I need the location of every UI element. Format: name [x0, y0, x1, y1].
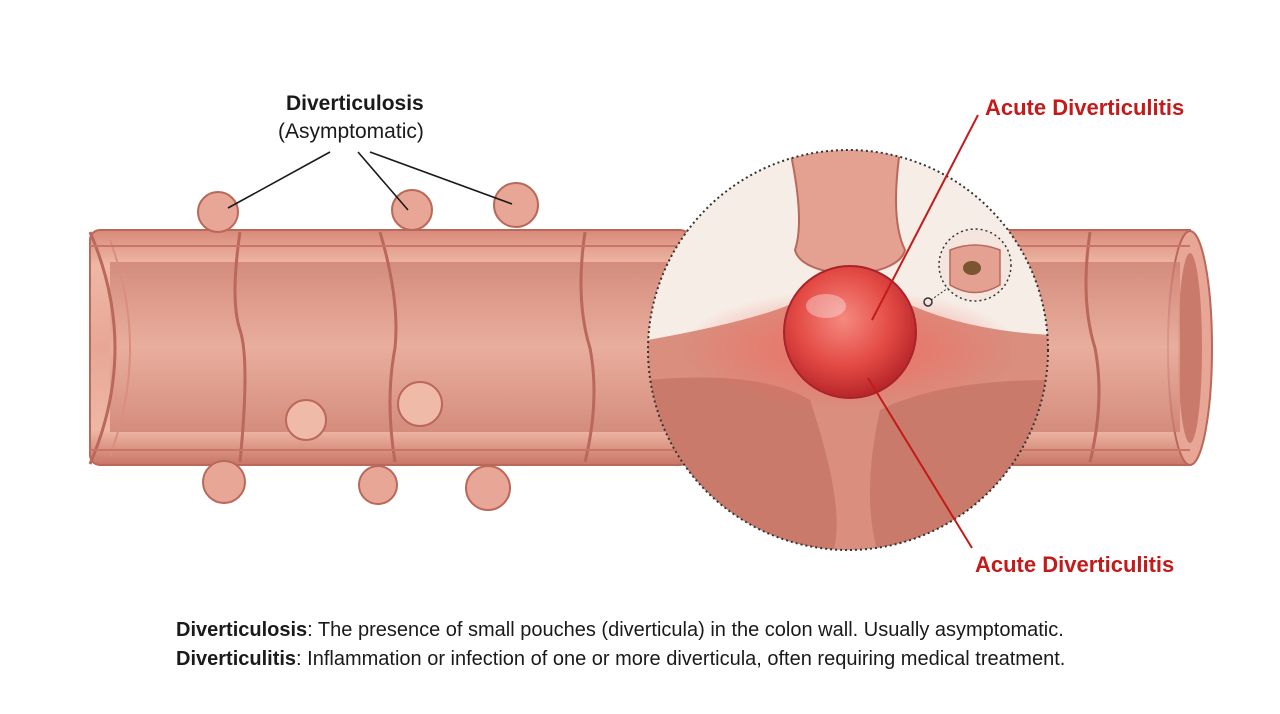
diverticulum	[197, 191, 239, 233]
diverticulosis-sublabel: (Asymptomatic)	[278, 120, 424, 143]
diverticulum	[397, 381, 443, 427]
magnified-inset	[647, 149, 1049, 551]
acute-diverticulitis-label-top: Acute Diverticulitis	[985, 95, 1185, 120]
diverticulum	[493, 182, 539, 228]
caption-term: Diverticulitis	[176, 648, 297, 670]
diverticulum	[358, 465, 398, 505]
diverticulum	[285, 399, 327, 441]
diverticulum	[391, 189, 433, 231]
diverticulosis-label: Diverticulosis	[286, 92, 424, 115]
acute-diverticulitis-label-bottom: Acute Diverticulitis	[975, 552, 1175, 577]
caption-text: : The presence of small pouches (diverti…	[307, 619, 1064, 641]
diverticula	[197, 182, 539, 511]
caption-diverticulosis: Diverticulosis: The presence of small po…	[176, 619, 1064, 642]
caption-term: Diverticulosis	[176, 619, 308, 641]
diverticulum	[202, 460, 246, 504]
caption-text: : Inflammation or infection of one or mo…	[296, 648, 1066, 670]
caption-diverticulitis: Diverticulitis: Inflammation or infectio…	[176, 648, 1065, 671]
leader-lines	[227, 114, 979, 549]
fecalith	[963, 261, 981, 275]
inflamed-diverticulum	[783, 265, 917, 399]
colon-tube	[88, 229, 1213, 466]
diverticulum	[465, 465, 511, 511]
